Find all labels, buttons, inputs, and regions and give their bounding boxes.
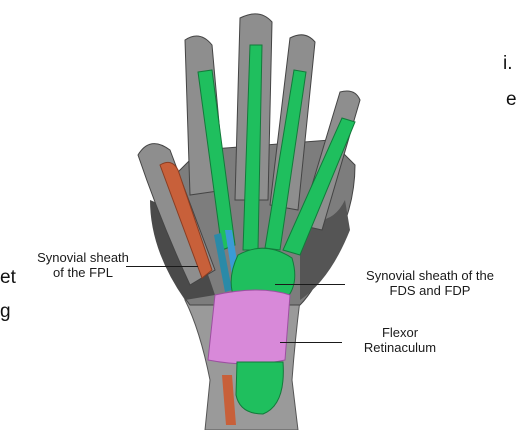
label-fpl-line1: Synovial sheath <box>18 250 148 265</box>
label-flexor-line2: Retinaculum <box>340 340 460 355</box>
text-fragment-1: i. <box>503 54 513 73</box>
label-fds-fdp-line1: Synovial sheath of the <box>340 268 520 283</box>
flexor-retinaculum <box>208 290 290 364</box>
label-fpl-sheath: Synovial sheath of the FPL <box>18 250 148 280</box>
leader-fpl <box>126 266 198 267</box>
label-fds-fdp-line2: FDS and FDP <box>340 283 520 298</box>
label-flexor-line1: Flexor <box>340 325 460 340</box>
text-fragment-3: et <box>0 268 16 287</box>
text-fragment-4: g <box>0 302 11 321</box>
label-fds-fdp-sheath: Synovial sheath of the FDS and FDP <box>340 268 520 298</box>
label-fpl-line2: of the FPL <box>18 265 148 280</box>
text-fragment-2: e <box>506 90 517 109</box>
leader-fds-fdp <box>275 284 345 285</box>
label-flexor-retinaculum: Flexor Retinaculum <box>340 325 460 355</box>
leader-flexor <box>280 342 342 343</box>
